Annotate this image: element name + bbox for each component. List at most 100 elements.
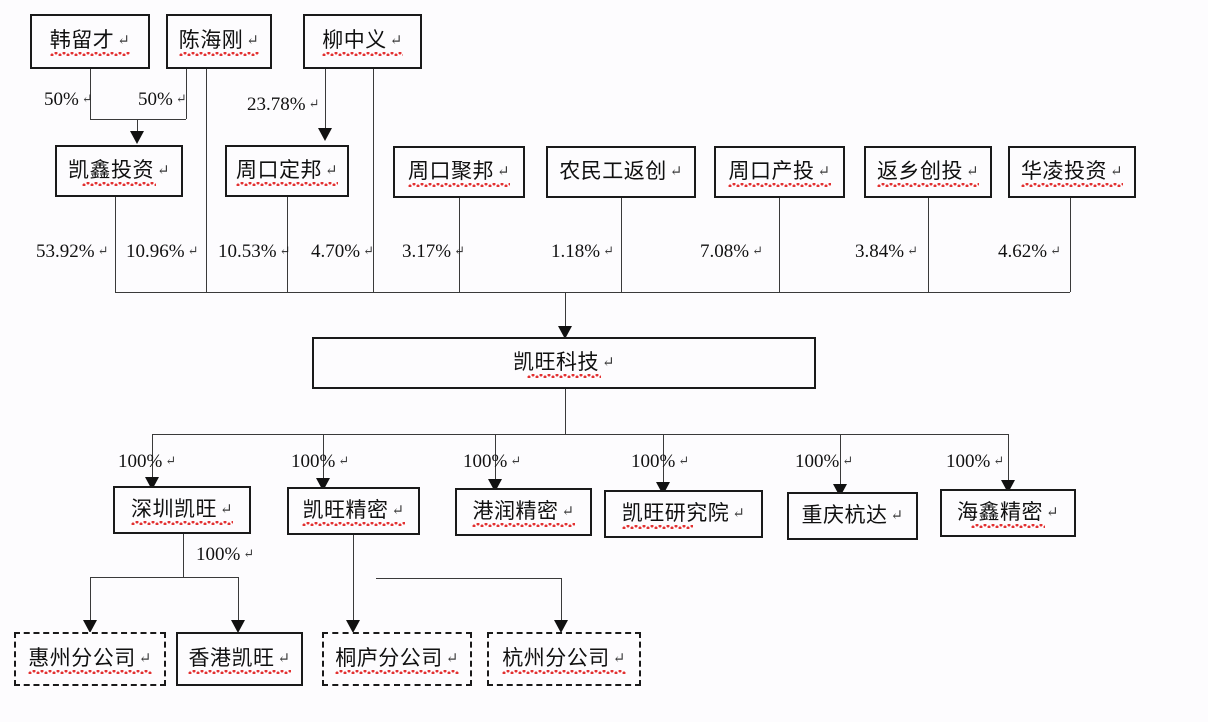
pilcrow-mark: ↵ [219,501,234,518]
pct-liuzhongyi-direct-stake: 4.70%↵ [311,241,374,262]
connector-to-kaiwang-precision [323,434,324,482]
node-shareholder-hualing-investment[interactable]: 华凌投资↵ [1008,146,1136,198]
node-label: 重庆杭达↵ [801,502,904,527]
collector-bus-to-core [115,292,1070,293]
connector-liuzhongyi-to-dingbang [325,69,326,129]
pilcrow-mark: ↵ [612,650,626,667]
connector-liuzhongyi-direct [373,69,374,292]
pilcrow-mark: ↵ [993,453,1005,468]
node-subsidiary-shenzhen-kaiwang[interactable]: 深圳凯旺↵ [113,486,251,534]
node-shareholder-zhoukou-chantou[interactable]: 周口产投↵ [714,146,845,198]
node-label: 凯旺精密↵ [302,497,405,526]
arrow-into-kaixin [130,131,144,144]
node-branch-huizhou[interactable]: 惠州分公司↵ [14,632,166,686]
pct-haixin-precision: 100%↵ [946,451,1005,472]
connector-to-hangzhou-branch [561,578,562,624]
connector-chenhaigang-down-left [186,69,187,119]
connector-fanxiang-to-bus [928,198,929,292]
pilcrow-mark: ↵ [246,33,260,49]
pilcrow-mark: ↵ [243,546,255,561]
node-shareholder-nongmingong-fanchuang[interactable]: 农民工返创↵ [546,146,696,198]
pilcrow-mark: ↵ [389,33,403,49]
pilcrow-mark: ↵ [97,243,109,258]
connector-hanliucai-down [90,69,91,119]
node-label: 华凌投资↵ [1020,158,1124,187]
pilcrow-mark: ↵ [187,243,199,258]
pilcrow-mark: ↵ [732,505,746,522]
node-core-company-kaiwang-technology[interactable]: 凯旺科技↵ [312,337,816,389]
node-shareholder-kaixin-investment[interactable]: 凯鑫投资↵ [55,145,183,197]
pct-liuzhongyi-dingbang: 23.78%↵ [247,94,320,115]
arrow-into-huizhou-branch [83,620,97,633]
connector-jubang-to-bus [459,198,460,292]
pilcrow-mark: ↵ [678,453,690,468]
node-person-liuzhongyi[interactable]: 柳中义↵ [303,14,422,69]
node-label: 周口产投↵ [728,158,831,187]
node-shareholder-zhoukou-dingbang[interactable]: 周口定邦↵ [225,145,349,197]
node-subsidiary-gangrun-precision[interactable]: 港润精密↵ [455,488,592,536]
node-shareholder-zhoukou-jubang[interactable]: 周口聚邦↵ [393,146,525,198]
connector-nongmingong-to-bus [621,198,622,292]
pct-chenhaigang-direct-stake: 10.96%↵ [126,241,199,262]
node-label: 惠州分公司↵ [28,645,152,674]
pilcrow-mark: ↵ [752,243,763,258]
node-subsidiary-haixin-precision[interactable]: 海鑫精密↵ [940,489,1076,537]
node-subsidiary-kaiwang-research-institute[interactable]: 凯旺研究院↵ [604,490,763,538]
node-label: 港润精密↵ [472,498,575,527]
pct-shenzhen-kaiwang: 100%↵ [118,451,177,472]
branch-bus-shenzhen [90,577,238,578]
pilcrow-mark: ↵ [907,243,918,258]
node-label: 韩留才↵ [49,28,131,56]
pilcrow-mark: ↵ [156,162,171,179]
pilcrow-mark: ↵ [175,91,187,106]
node-label: 凯旺科技↵ [512,349,616,378]
node-label: 深圳凯旺↵ [130,496,234,525]
node-person-chenhaigang[interactable]: 陈海刚↵ [166,14,272,69]
pilcrow-mark: ↵ [601,354,616,371]
node-label: 返乡创投↵ [876,158,980,187]
node-branch-hangzhou[interactable]: 杭州分公司↵ [487,632,641,686]
node-branch-hongkong-kaiwang[interactable]: 香港凯旺↵ [176,632,303,686]
node-label: 周口聚邦↵ [407,158,511,187]
node-subsidiary-kaiwang-precision[interactable]: 凯旺精密↵ [287,487,420,535]
arrow-into-hangzhou-branch [554,620,568,633]
arrow-into-tonglu-branch [346,620,360,633]
pilcrow-mark: ↵ [308,96,320,111]
node-shareholder-fanxiang-chuangtou[interactable]: 返乡创投↵ [864,146,992,198]
pilcrow-mark: ↵ [81,91,93,106]
connector-core-down-stem [565,389,566,434]
pilcrow-mark: ↵ [842,453,854,468]
node-subsidiary-chongqing-hangda[interactable]: 重庆杭达↵ [787,492,918,540]
branch-bus-kaiwang-precision [376,578,561,579]
pilcrow-mark: ↵ [1050,243,1061,258]
pilcrow-mark: ↵ [165,453,177,468]
connector-to-shenzhen-kaiwang [152,434,153,481]
pct-hualing-stake: 4.62%↵ [998,241,1061,262]
pilcrow-mark: ↵ [890,507,904,524]
pct-shenzhen-branch-stake: 100%↵ [196,544,255,565]
node-label: 陈海刚↵ [178,28,260,56]
pct-chongqing-hangda: 100%↵ [795,451,854,472]
connector-to-chongqing-hangda [840,434,841,488]
connector-to-gangrun-precision [495,434,496,483]
pct-jubang-stake: 3.17%↵ [402,241,465,262]
connector-to-haixin-precision [1008,434,1009,484]
pilcrow-mark: ↵ [1109,163,1124,180]
pilcrow-mark: ↵ [391,502,405,519]
connector-merge-bus-kaixin [90,119,186,120]
pct-fanxiang-stake: 3.84%↵ [855,241,918,262]
node-branch-tonglu[interactable]: 桐庐分公司↵ [322,632,472,686]
pilcrow-mark: ↵ [454,243,465,258]
pct-chenhaigang-kaixin: 50%↵ [138,89,187,110]
connector-chantou-to-bus [779,198,780,292]
pct-hanliucai-kaixin: 50%↵ [44,89,93,110]
pilcrow-mark: ↵ [603,243,614,258]
node-person-hanliucai[interactable]: 韩留才↵ [30,14,150,69]
connector-to-hongkong-kaiwang [238,577,239,624]
pilcrow-mark: ↵ [817,163,831,180]
connector-to-kaiwang-research [663,434,664,486]
pct-nongmingong-stake: 1.18%↵ [551,241,614,262]
connector-kaixin-to-bus [115,197,116,292]
node-label: 柳中义↵ [322,28,403,56]
